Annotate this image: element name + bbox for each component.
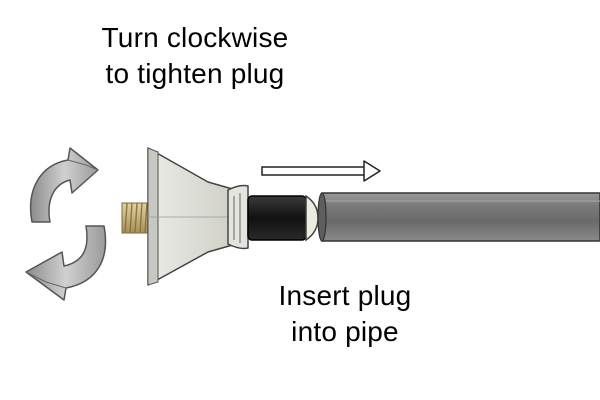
pipe: [317, 192, 600, 242]
insert-instruction-line2: into pipe: [291, 316, 399, 347]
insert-instruction-line1: Insert plug: [278, 280, 412, 311]
rotation-arrow-upper: [30, 147, 99, 223]
rubber-seal: [247, 194, 319, 242]
tighten-instruction-line1: Turn clockwise: [101, 22, 289, 53]
plug-collar: [227, 184, 249, 250]
insert-instruction: Insert plug into pipe: [235, 278, 455, 350]
tighten-instruction: Turn clockwise to tighten plug: [50, 20, 340, 92]
rotation-arrow-lower: [25, 225, 107, 301]
plug-cone: [147, 147, 237, 286]
clockwise-rotate-arrows-icon: [25, 147, 107, 301]
tighten-instruction-line2: to tighten plug: [105, 58, 285, 89]
right-arrow-icon: [261, 160, 381, 182]
